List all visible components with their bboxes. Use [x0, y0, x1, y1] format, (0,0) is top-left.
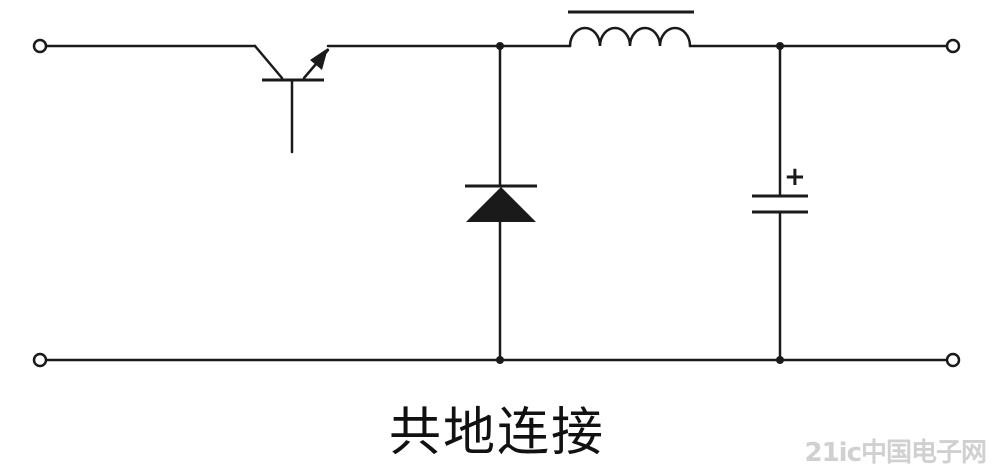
- capacitor-polarity-label: +: [784, 162, 806, 192]
- capacitor-symbol: [752, 44, 808, 362]
- junction-dot: [776, 356, 784, 364]
- inductor-symbol: [498, 10, 952, 48]
- diagram-caption: 共地连接: [388, 403, 605, 463]
- output-terminal-top: [945, 38, 961, 54]
- transistor-symbol: [253, 44, 502, 154]
- junction-dot: [496, 356, 504, 364]
- input-terminal-bottom: [32, 352, 48, 368]
- output-terminal-bottom: [945, 352, 961, 368]
- watermark-logo: 21ic中国电子网: [804, 438, 987, 468]
- junction-dot: [496, 42, 504, 50]
- input-terminal-top: [32, 38, 48, 54]
- diode-symbol: [465, 44, 537, 362]
- junction-dot: [776, 42, 784, 50]
